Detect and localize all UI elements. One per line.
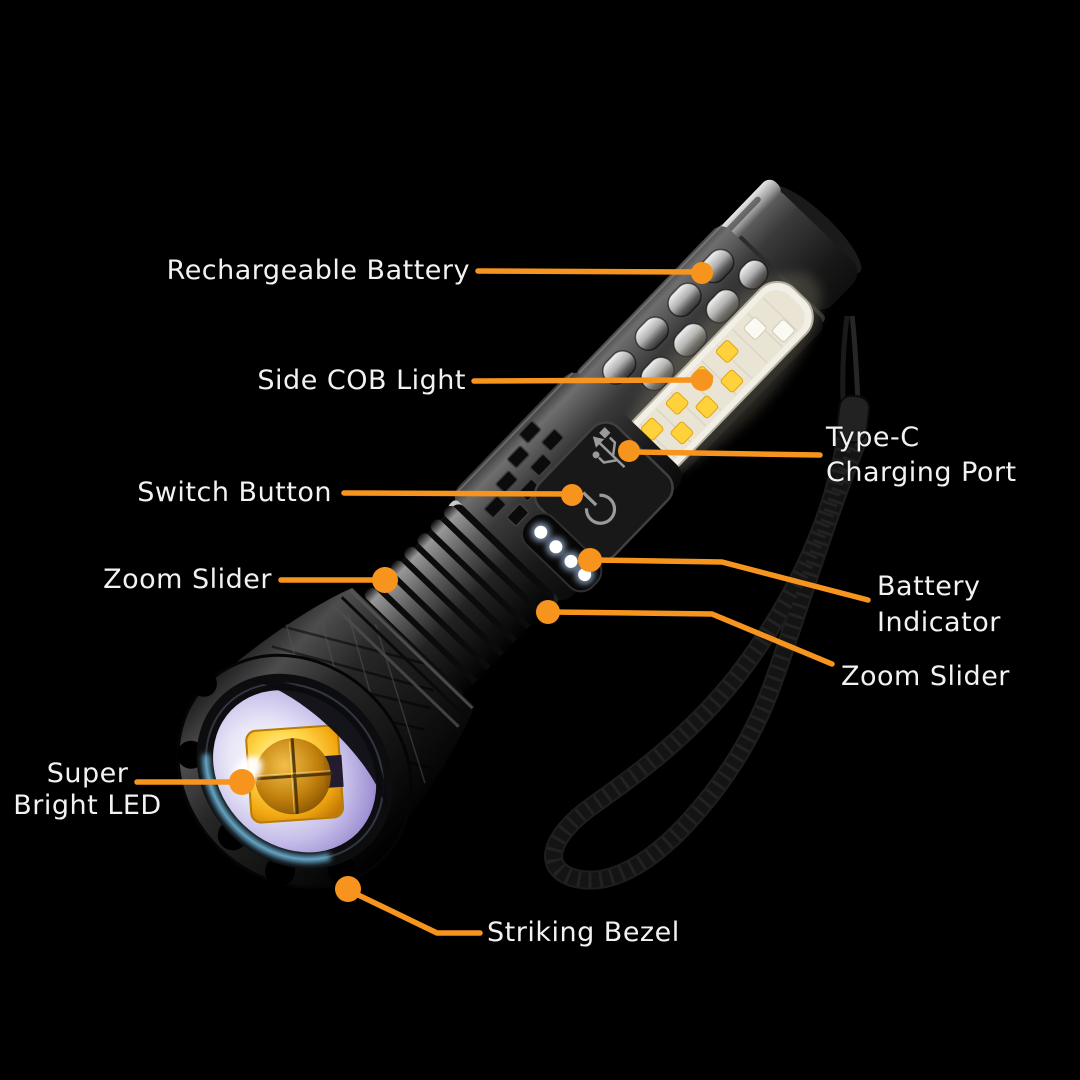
leader-side-cob-light	[471, 377, 703, 384]
label-text: Charging Port	[826, 457, 1017, 488]
callouts	[134, 262, 871, 936]
grip-notches	[483, 420, 564, 527]
leader-switch-button	[341, 490, 573, 497]
leader-striking-bezel	[349, 889, 483, 936]
label-text: Type-C	[826, 422, 920, 453]
led-emitter	[245, 724, 345, 824]
lanyard-cord	[544, 315, 871, 890]
cob-led-array	[640, 317, 795, 445]
leader-rechargeable-battery	[475, 268, 703, 275]
label-rechargeable-battery: Rechargeable Battery	[167, 254, 470, 288]
side-cob-light-panel	[620, 273, 821, 480]
dot-switch-button	[561, 484, 583, 506]
label-switch-button: Switch Button	[137, 476, 332, 510]
label-text: Zoom Slider	[841, 661, 1010, 692]
power-icon	[582, 491, 617, 525]
lens-hood	[246, 679, 388, 817]
label-text: Battery	[877, 571, 981, 602]
label-zoom-slider-left: Zoom Slider	[103, 563, 272, 597]
label-battery-indicator: Battery Indicator	[877, 569, 1001, 641]
dot-zoom-slider-right	[536, 600, 560, 624]
dot-striking-bezel	[335, 876, 361, 902]
leader-type-c	[629, 449, 823, 458]
dot-super-bright-led	[229, 769, 255, 795]
label-text: Switch Button	[137, 477, 332, 508]
dot-type-c	[618, 440, 640, 462]
leader-zoom-slider-right	[547, 609, 835, 667]
label-text: Rechargeable Battery	[166, 255, 470, 286]
flashlight-head	[176, 587, 475, 889]
battery-indicator-leds	[520, 512, 603, 593]
label-text: Zoom Slider	[103, 564, 272, 595]
label-text: Side COB Light	[257, 365, 466, 396]
flashlight-body	[176, 179, 864, 889]
label-zoom-slider-right: Zoom Slider	[841, 660, 1010, 694]
label-text: Indicator	[877, 607, 1001, 638]
label-type-c-charging-port: Type-C Charging Port	[826, 420, 1017, 490]
dot-rechargeable-battery	[691, 262, 713, 284]
usb-icon	[592, 427, 626, 469]
label-super-bright-led: Super Bright LED	[5, 758, 170, 822]
label-side-cob-light: Side COB Light	[257, 364, 466, 398]
dot-zoom-slider-left	[372, 567, 398, 593]
lanyard-bead	[835, 394, 871, 444]
label-text: Bright LED	[13, 790, 162, 821]
label-text: Striking Bezel	[487, 917, 680, 948]
label-striking-bezel: Striking Bezel	[487, 916, 680, 950]
dot-side-cob-light	[691, 369, 713, 391]
dot-battery-indicator	[578, 548, 602, 572]
leader-battery-indicator	[589, 557, 871, 603]
label-text: Super	[46, 758, 129, 789]
